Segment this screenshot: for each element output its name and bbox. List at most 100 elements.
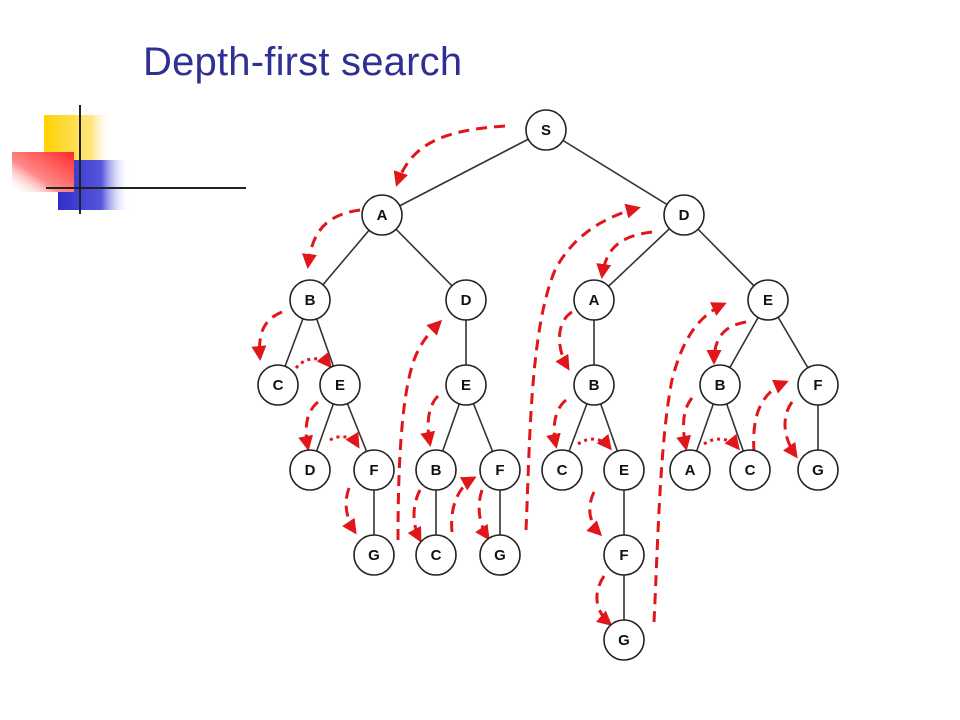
tree-node-circle	[729, 449, 771, 491]
tree-node-label: D	[461, 292, 472, 309]
tree-edge	[545, 129, 685, 216]
trace-arrow	[475, 489, 490, 541]
tree-node-circle	[445, 279, 487, 321]
tree-node-label: F	[495, 462, 504, 479]
trace-arrow	[676, 397, 694, 451]
tree-node-label: G	[494, 547, 506, 564]
trace-arrow	[524, 203, 641, 531]
tree-node-circle	[289, 449, 331, 491]
tree-node-circle	[541, 449, 583, 491]
tree-node: A	[573, 279, 615, 321]
tree-node: A	[669, 449, 711, 491]
tree-node: C	[541, 449, 583, 491]
trace-arrow	[577, 433, 612, 451]
tree-node: F	[603, 534, 645, 576]
tree-node-circle	[257, 364, 299, 406]
tree-node-label: B	[715, 377, 726, 394]
tree-node: B	[699, 364, 741, 406]
tree-node: F	[479, 449, 521, 491]
tree-node: F	[353, 449, 395, 491]
tree-node-label: B	[431, 462, 442, 479]
trace-arrow	[706, 320, 747, 365]
slide-decoration	[12, 105, 246, 214]
tree-node-circle	[479, 534, 521, 576]
tree-node-circle	[669, 449, 711, 491]
tree-node-label: C	[431, 547, 442, 564]
tree-node-label: A	[377, 207, 388, 224]
tree-node-circle	[797, 449, 839, 491]
tree-node: G	[797, 449, 839, 491]
trace-arrow	[555, 310, 573, 371]
tree-node-circle	[797, 364, 839, 406]
tree-node-circle	[319, 364, 361, 406]
tree-node-label: G	[368, 547, 380, 564]
trace-arrow	[703, 433, 740, 451]
trace-arrow	[782, 401, 798, 459]
tree-node: B	[289, 279, 331, 321]
tree-node: C	[257, 364, 299, 406]
tree-node-circle	[445, 364, 487, 406]
trace-arrow	[407, 489, 422, 543]
tree-node-circle	[353, 534, 395, 576]
tree-node-circle	[415, 534, 457, 576]
tree-node-circle	[603, 619, 645, 661]
tree-node-label: E	[335, 377, 345, 394]
tree-node-label: S	[541, 122, 551, 139]
tree-node: B	[573, 364, 615, 406]
tree-node-label: D	[305, 462, 316, 479]
trace-arrow	[393, 124, 506, 187]
tree-node-label: F	[813, 377, 822, 394]
tree-node-label: C	[557, 462, 568, 479]
tree-node-label: D	[679, 207, 690, 224]
trace-arrow	[596, 230, 653, 279]
tree-node: D	[663, 194, 705, 236]
tree-node-circle	[415, 449, 457, 491]
tree-node-label: A	[589, 292, 600, 309]
trace-arrow	[586, 491, 603, 537]
tree-node: A	[361, 194, 403, 236]
trace-arrow	[329, 431, 360, 449]
tree-node-circle	[603, 449, 645, 491]
tree-node-label: G	[618, 632, 630, 649]
tree-node-circle	[663, 194, 705, 236]
deco-red-square	[12, 152, 74, 192]
tree-node-circle	[699, 364, 741, 406]
tree-nodes: S A D B D A E C E E B B F D F B F C E A C G G C G F G	[257, 109, 839, 661]
tree-node: C	[729, 449, 771, 491]
tree-node-label: B	[305, 292, 316, 309]
tree-node-circle	[353, 449, 395, 491]
tree-node: E	[445, 364, 487, 406]
tree-node-label: E	[461, 377, 471, 394]
slide-title: Depth-first search	[143, 40, 463, 84]
tree-node: D	[289, 449, 331, 491]
tree-node-circle	[289, 279, 331, 321]
trace-arrow	[342, 487, 357, 535]
tree-node-circle	[525, 109, 567, 151]
tree-node: G	[353, 534, 395, 576]
tree-node-label: E	[763, 292, 773, 309]
trace-arrow	[251, 310, 283, 361]
trace-arrow	[420, 394, 440, 447]
tree-node: E	[747, 279, 789, 321]
tree-node-label: C	[273, 377, 284, 394]
trace-arrow	[752, 379, 789, 453]
tree-node-label: C	[745, 462, 756, 479]
trace-arrow	[595, 575, 613, 626]
tree-node: D	[445, 279, 487, 321]
tree-node-label: E	[619, 462, 629, 479]
tree-node-label: F	[369, 462, 378, 479]
tree-node-label: F	[619, 547, 628, 564]
dfs-trace-arrows	[251, 124, 798, 626]
trace-arrow	[298, 400, 320, 451]
tree-edge	[381, 129, 547, 216]
tree-node-circle	[747, 279, 789, 321]
tree-node: G	[603, 619, 645, 661]
tree-node-circle	[573, 364, 615, 406]
trace-arrow	[450, 476, 477, 533]
tree-node-label: B	[589, 377, 600, 394]
tree-node-circle	[603, 534, 645, 576]
tree-node: E	[603, 449, 645, 491]
tree-node: C	[415, 534, 457, 576]
tree-node: E	[319, 364, 361, 406]
